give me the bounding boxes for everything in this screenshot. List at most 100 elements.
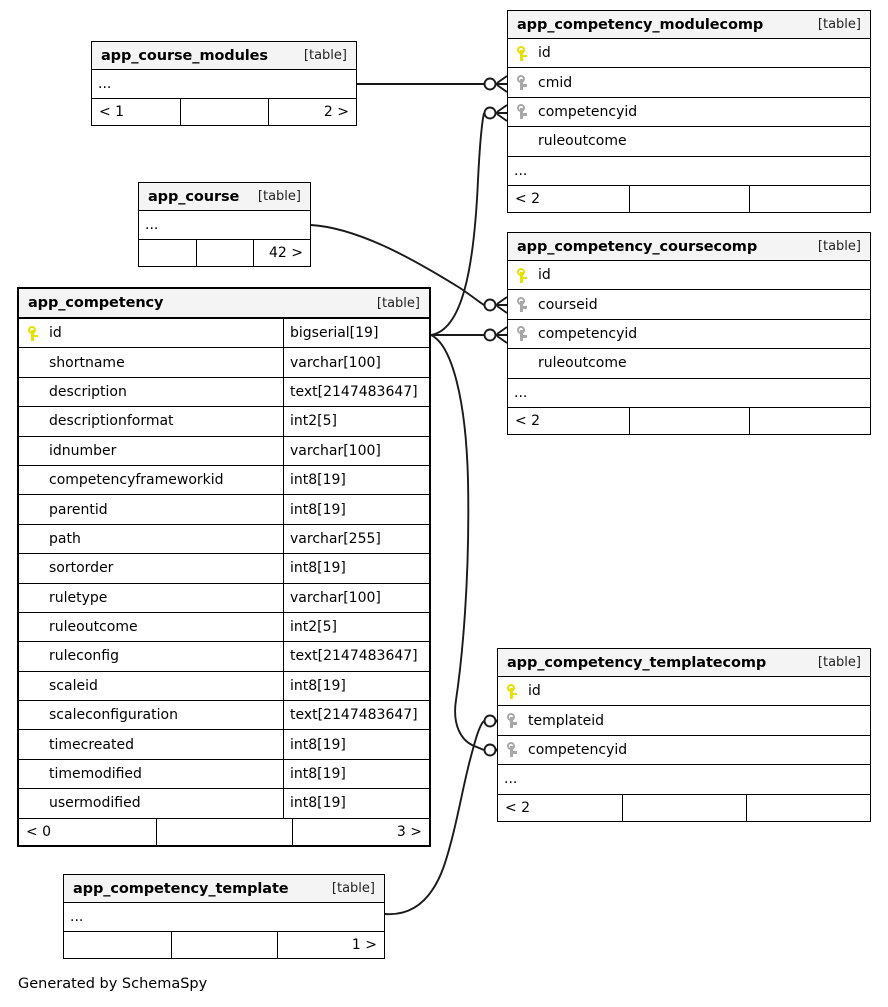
- column-name: path: [49, 530, 81, 547]
- key-slot-empty: [19, 348, 47, 376]
- key-slot-empty: [19, 730, 47, 758]
- footer-parents-count: [139, 240, 196, 266]
- column-name: scaleid: [49, 677, 98, 694]
- footer-parents-count: < 2: [505, 799, 531, 816]
- column-name: id: [538, 45, 551, 62]
- table-row: shortname varchar[100]: [19, 348, 429, 378]
- primary-key-icon: [498, 677, 526, 705]
- footer-children-count: [749, 407, 870, 434]
- collapsed-columns-ellipsis: ...: [508, 157, 870, 186]
- column-name: competencyframeworkid: [49, 472, 224, 489]
- table-row: courseid: [508, 290, 870, 320]
- table-type-tag: [table]: [331, 881, 375, 896]
- table-header: app_competency_modulecomp [table]: [508, 11, 870, 39]
- column-type: int2[5]: [283, 612, 429, 642]
- table-footer: < 2: [508, 185, 870, 212]
- table-row: cmid: [508, 68, 870, 98]
- footer-children-count: [749, 185, 870, 212]
- column-type: int8[19]: [283, 495, 429, 524]
- table-type-tag: [table]: [817, 17, 861, 32]
- footer-parents-count: < 2: [515, 190, 541, 207]
- column-type: varchar[100]: [283, 348, 429, 377]
- table-footer: < 2: [498, 794, 870, 821]
- column-type: int8[19]: [283, 465, 429, 495]
- footer-middle: [170, 932, 278, 959]
- collapsed-columns-ellipsis: ...: [139, 211, 310, 241]
- key-slot-empty: [19, 378, 47, 406]
- column-name: competencyid: [538, 103, 638, 120]
- table-title: app_competency_template: [73, 880, 289, 897]
- column-type: varchar[255]: [283, 524, 429, 554]
- table-row: competencyid: [508, 320, 870, 350]
- collapsed-columns-ellipsis: ...: [92, 70, 356, 100]
- table-row: competencyid: [508, 98, 870, 128]
- table-title: app_competency_coursecomp: [517, 238, 758, 255]
- table-app-competency-modulecomp[interactable]: app_competency_modulecomp [table] id cmid…: [507, 10, 871, 213]
- column-name: ruleconfig: [49, 648, 119, 665]
- footer-middle: [155, 818, 293, 845]
- table-header: app_competency_template [table]: [64, 875, 384, 903]
- primary-key-icon: [508, 39, 536, 67]
- column-name: shortname: [49, 354, 125, 371]
- column-name: competencyid: [528, 741, 628, 758]
- footer-middle: [628, 185, 750, 212]
- footer-parents-count: < 1: [99, 104, 125, 121]
- table-row: templateid: [498, 706, 870, 736]
- column-name: id: [528, 683, 541, 700]
- table-footer: 1 >: [64, 932, 384, 959]
- table-app-course-modules[interactable]: app_course_modules [table] ... < 1 2 >: [91, 41, 357, 127]
- footer-children-count: [746, 794, 870, 821]
- column-name: ruleoutcome: [49, 619, 138, 636]
- table-footer: 42 >: [139, 240, 310, 267]
- key-slot-empty: [19, 407, 47, 435]
- footer-children-count: 42 >: [253, 240, 310, 267]
- table-row: path varchar[255]: [19, 524, 429, 555]
- key-slot-empty: [19, 554, 47, 582]
- column-name: id: [49, 325, 62, 342]
- table-row: ruleoutcome int2[5]: [19, 612, 429, 643]
- key-slot-empty: [19, 642, 47, 670]
- collapsed-columns-ellipsis: ...: [508, 379, 870, 408]
- table-row: competencyframeworkid int8[19]: [19, 465, 429, 496]
- table-app-course[interactable]: app_course [table] ... 42 >: [138, 182, 311, 268]
- footer-children-count: 3 >: [292, 818, 429, 845]
- collapsed-columns-ellipsis: ...: [498, 765, 870, 795]
- footer-parents-count: < 2: [515, 412, 541, 429]
- table-footer: < 0 3 >: [19, 818, 429, 845]
- key-slot-empty: [19, 701, 47, 729]
- footer-middle: [180, 99, 268, 126]
- column-type: int2[5]: [283, 407, 429, 436]
- column-name: cmid: [538, 74, 573, 91]
- schemaspy-credit: Generated by SchemaSpy: [18, 976, 208, 992]
- column-name: id: [538, 267, 551, 284]
- key-slot-empty: [19, 672, 47, 700]
- edge-competency-to-templatecomp: [430, 334, 485, 751]
- table-title: app_competency_modulecomp: [517, 16, 764, 33]
- table-title: app_competency: [28, 295, 164, 311]
- primary-key-icon: [19, 319, 47, 347]
- foreign-key-icon: [508, 320, 536, 348]
- table-type-tag: [table]: [817, 239, 861, 254]
- column-name: ruleoutcome: [538, 355, 627, 372]
- key-slot-empty: [19, 760, 47, 788]
- key-slot-empty: [19, 584, 47, 612]
- column-name: timecreated: [49, 736, 134, 753]
- footer-parents-count: < 0: [26, 823, 52, 840]
- foreign-key-icon: [498, 706, 526, 734]
- column-list: id templateid competencyid: [498, 677, 870, 766]
- table-type-tag: [table]: [257, 189, 301, 204]
- column-type: int8[19]: [283, 789, 429, 818]
- table-app-competency-template[interactable]: app_competency_template [table] ... 1 >: [63, 874, 385, 960]
- table-row: ruleoutcome: [508, 127, 870, 157]
- table-app-competency-coursecomp[interactable]: app_competency_coursecomp [table] id cour…: [507, 232, 871, 435]
- table-row: competencyid: [498, 736, 870, 766]
- table-header: app_competency_coursecomp [table]: [508, 233, 870, 261]
